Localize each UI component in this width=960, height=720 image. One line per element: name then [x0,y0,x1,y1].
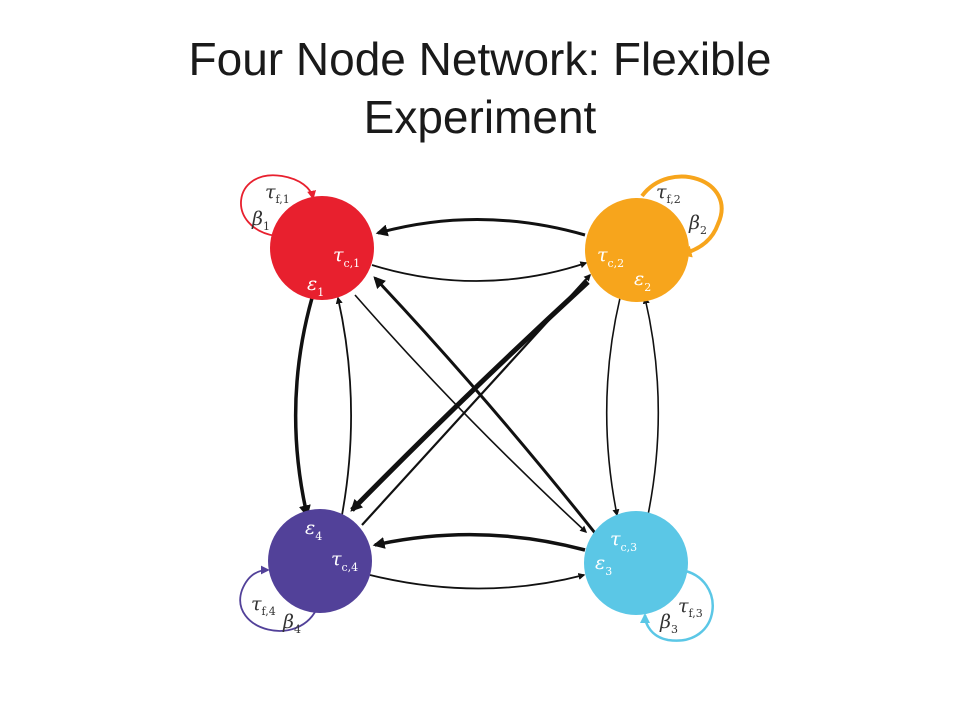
edge-1-to-2 [371,261,588,282]
loop-2-beta-sub: 2 [700,224,707,237]
loop-label-3: τf,3 β3 [659,595,703,636]
edge-3-to-2 [642,296,660,516]
loop-4-beta-sub: 4 [294,623,301,636]
loop-label-2: τf,2 β2 [656,181,707,237]
loop-2-tau: τ [656,181,667,203]
node-3-eps: ε [595,552,605,574]
self-loop-3 [640,568,714,642]
node-3-tau-c-sub: c,3 [621,541,638,554]
node-1-tau-c: τ [333,244,344,266]
edge-3-to-4 [372,532,586,552]
loop-3-beta-sub: 3 [671,623,678,636]
loop-3-tau: τ [678,595,689,617]
node-4-circle [268,509,372,613]
edges [293,217,660,590]
svg-text:ε3: ε3 [595,552,612,578]
node-2-tau-c: τ [597,244,608,266]
svg-text:τc,4: τc,4 [331,548,358,574]
svg-text:τc,2: τc,2 [597,244,624,270]
node-3-circle [584,511,688,615]
node-4-tau-c-sub: c,4 [342,561,359,574]
svg-text:τc,3: τc,3 [610,528,637,554]
loop-2-tau-sub: f,2 [667,193,681,206]
node-2-tau-c-sub: c,2 [608,257,625,270]
self-loop-2 [640,174,724,258]
edge-1-to-3 [354,294,588,533]
title-line-2: Experiment [363,91,597,143]
node-2-circle [585,198,689,302]
svg-text:β4: β4 [282,611,301,636]
loop-3-tau-sub: f,3 [689,607,703,620]
edge-4-to-1 [335,296,352,516]
edge-2-to-3 [605,297,621,517]
svg-text:τc,1: τc,1 [333,244,360,270]
svg-text:ε2: ε2 [634,268,651,294]
loop-4-tau: τ [251,593,262,615]
node-4-eps-sub: 4 [315,530,322,543]
edge-1-to-4 [293,297,314,518]
svg-text:ε1: ε1 [307,273,324,299]
self-loops [239,174,724,642]
loop-1-beta-sub: 1 [263,220,270,233]
node-4-eps: ε [305,517,315,539]
svg-text:β1: β1 [251,208,270,233]
loop-4-beta: β [282,611,294,633]
node-1-eps: ε [307,273,317,295]
loop-4-tau-sub: f,4 [262,605,276,618]
svg-text:τf,3: τf,3 [678,595,703,620]
svg-text:τf,1: τf,1 [265,181,290,206]
edge-2-to-1 [375,217,586,237]
loop-2-beta: β [688,212,700,234]
edge-3-to-1 [373,276,597,534]
node-3-tau-c: τ [610,528,621,550]
loop-label-1: τf,1 β1 [251,181,290,233]
node-2: τc,2 ε2 [585,198,689,302]
node-1-eps-sub: 1 [317,286,324,299]
svg-text:ε4: ε4 [305,517,322,543]
svg-text:τf,4: τf,4 [251,593,276,618]
node-1-tau-c-sub: c,1 [344,257,361,270]
node-3-eps-sub: 3 [605,565,612,578]
svg-text:β3: β3 [659,611,678,636]
loop-1-beta: β [251,208,263,230]
loop-3-beta: β [659,611,671,633]
self-loop-4 [239,565,319,632]
node-2-eps-sub: 2 [644,281,651,294]
edge-4-to-3 [369,573,586,590]
node-3: τc,3 ε3 [584,511,688,615]
svg-text:β2: β2 [688,212,707,237]
node-1-circle [270,196,374,300]
edge-4-to-2 [361,273,591,526]
loop-1-tau: τ [265,181,276,203]
node-2-eps: ε [634,268,644,290]
node-4: ε4 τc,4 [268,509,372,613]
node-1: τc,1 ε1 [270,196,374,300]
loop-1-tau-sub: f,1 [276,193,290,206]
self-loop-1 [240,174,316,237]
slide-title: Four Node Network: Flexible Experiment [0,30,960,146]
loop-label-4: τf,4 β4 [251,593,301,636]
title-line-1: Four Node Network: Flexible [188,33,772,85]
svg-text:τf,2: τf,2 [656,181,681,206]
node-4-tau-c: τ [331,548,342,570]
